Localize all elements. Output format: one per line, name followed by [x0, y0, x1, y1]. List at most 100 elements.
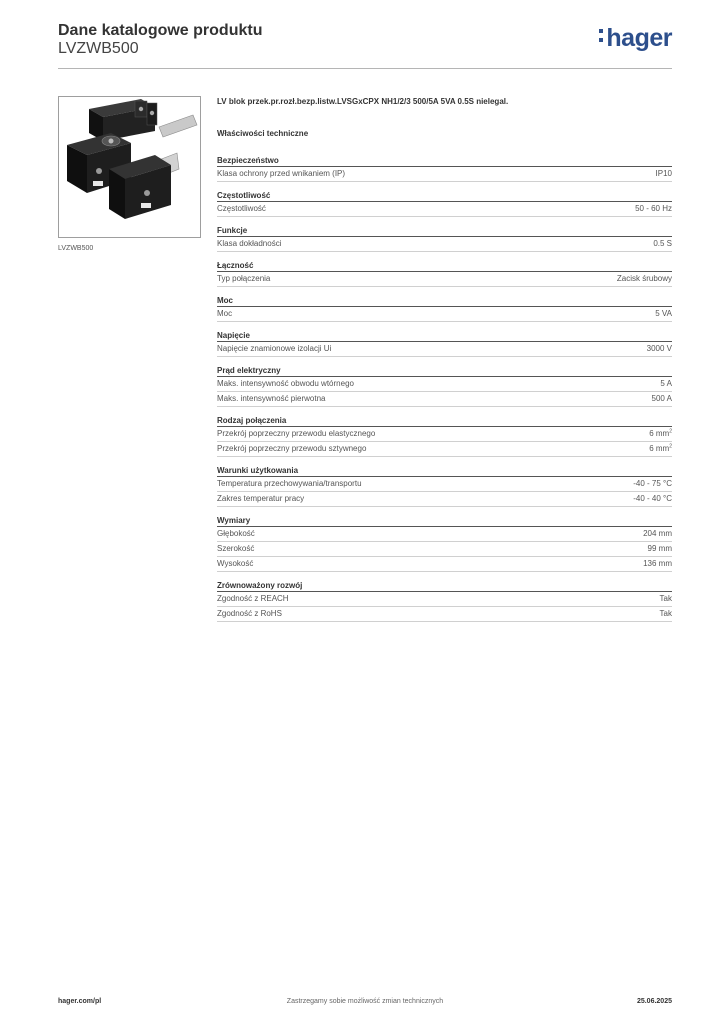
property-row: Typ połączenia Zacisk śrubowy	[217, 272, 672, 287]
group-title: Rodzaj połączenia	[217, 415, 672, 427]
property-row: Wysokość 136 mm	[217, 557, 672, 572]
property-row: Maks. intensywność pierwotna 500 A	[217, 392, 672, 407]
property-value-text: 50 - 60 Hz	[635, 204, 672, 213]
property-value: -40 - 40 °C	[633, 492, 672, 506]
property-value: 136 mm	[643, 557, 672, 571]
property-value: 6 mm2	[649, 442, 672, 456]
unit-superscript: 2	[669, 443, 672, 450]
property-row: Szerokość 99 mm	[217, 542, 672, 557]
image-caption: LVZWB500	[58, 245, 94, 252]
property-label: Głębokość	[217, 529, 255, 538]
group-title: Bezpieczeństwo	[217, 155, 672, 167]
property-value: 500 A	[652, 392, 672, 406]
property-label: Zgodność z RoHS	[217, 609, 282, 618]
properties-heading: Właściwości techniczne	[217, 129, 309, 138]
property-row: Głębokość 204 mm	[217, 527, 672, 542]
property-value: IP10	[656, 167, 672, 181]
property-label: Zakres temperatur pracy	[217, 494, 305, 503]
property-label: Szerokość	[217, 544, 255, 553]
group-title: Częstotliwość	[217, 190, 672, 202]
property-value-text: 5 VA	[655, 309, 672, 318]
property-value-text: Tak	[659, 609, 672, 618]
property-row: Zgodność z RoHS Tak	[217, 607, 672, 622]
property-value-text: 3000 V	[646, 344, 672, 353]
property-row: Klasa dokładności 0.5 S	[217, 237, 672, 252]
property-label: Maks. intensywność pierwotna	[217, 394, 326, 403]
property-value-text: 0.5 S	[653, 239, 672, 248]
property-row: Klasa ochrony przed wnikaniem (IP) IP10	[217, 167, 672, 182]
group-title: Warunki użytkowania	[217, 465, 672, 477]
property-value-text: 6 mm	[649, 429, 670, 438]
property-value: 5 A	[660, 377, 672, 391]
document-title: Dane katalogowe produktu	[58, 22, 263, 39]
property-label: Maks. intensywność obwodu wtórnego	[217, 379, 354, 388]
property-label: Zgodność z REACH	[217, 594, 289, 603]
property-value: Tak	[660, 592, 672, 606]
property-value: Zacisk śrubowy	[617, 272, 672, 286]
property-value-text: Zacisk śrubowy	[616, 274, 672, 283]
product-details: LV blok przek.pr.rozł.bezp.listw.LVSGxCP…	[217, 97, 672, 622]
product-code: LVZWB500	[58, 40, 139, 57]
property-value: Tak	[660, 607, 672, 621]
property-value: 50 - 60 Hz	[635, 202, 672, 216]
property-label: Typ połączenia	[217, 274, 271, 283]
property-value-text: 5 A	[660, 379, 672, 388]
property-value-text: 204 mm	[643, 529, 672, 538]
property-value: 5 VA	[655, 307, 672, 321]
property-label: Przekrój poprzeczny przewodu sztywnego	[217, 444, 367, 453]
property-value-text: 136 mm	[643, 559, 672, 568]
hager-logo: hager	[599, 24, 672, 53]
property-value: 0.5 S	[653, 237, 672, 251]
property-row: Temperatura przechowywania/transportu -40…	[217, 477, 672, 492]
property-value: 204 mm	[643, 527, 672, 541]
property-row: Przekrój poprzeczny przewodu elastyczneg…	[217, 427, 672, 442]
property-row: Zgodność z REACH Tak	[217, 592, 672, 607]
property-row: Maks. intensywność obwodu wtórnego 5 A	[217, 377, 672, 392]
property-value-text: Tak	[659, 594, 672, 603]
group-title: Moc	[217, 295, 672, 307]
group-title: Napięcie	[217, 330, 672, 342]
property-label: Temperatura przechowywania/transportu	[217, 479, 362, 488]
product-description: LV blok przek.pr.rozł.bezp.listw.LVSGxCP…	[217, 97, 509, 106]
property-label: Klasa ochrony przed wnikaniem (IP)	[217, 169, 346, 178]
property-value: 3000 V	[647, 342, 672, 356]
property-label: Klasa dokładności	[217, 239, 282, 248]
property-label: Częstotliwość	[217, 204, 266, 213]
header-divider	[58, 68, 672, 69]
logo-text: hager	[606, 24, 672, 52]
property-value-text: -40 - 75 °C	[633, 479, 672, 488]
property-value-text: 99 mm	[647, 544, 672, 553]
property-label: Wysokość	[217, 559, 254, 568]
property-value: 99 mm	[648, 542, 672, 556]
product-image	[58, 96, 201, 238]
property-value-text: IP10	[655, 169, 672, 178]
property-value-text: 500 A	[651, 394, 672, 403]
property-row: Moc 5 VA	[217, 307, 672, 322]
footer-date: 25.06.2025	[636, 998, 672, 1005]
current-transformer-block-illustration	[67, 99, 198, 219]
footer-notice: Zastrzegamy sobie możliwość zmian techni…	[286, 998, 444, 1005]
group-title: Zrównoważony rozwój	[217, 580, 672, 592]
property-label: Moc	[217, 309, 233, 318]
unit-superscript: 2	[669, 428, 672, 435]
group-title: Prąd elektryczny	[217, 365, 672, 377]
property-row: Przekrój poprzeczny przewodu sztywnego 6 …	[217, 442, 672, 457]
property-label: Napięcie znamionowe izolacji Ui	[217, 344, 332, 353]
page-header: Dane katalogowe produktu LVZWB500 hager	[58, 20, 672, 70]
logo-dots-icon	[599, 24, 604, 42]
footer-website: hager.com/pl	[58, 998, 102, 1005]
property-label: Przekrój poprzeczny przewodu elastyczneg…	[217, 429, 376, 438]
property-value: 6 mm2	[649, 427, 672, 441]
